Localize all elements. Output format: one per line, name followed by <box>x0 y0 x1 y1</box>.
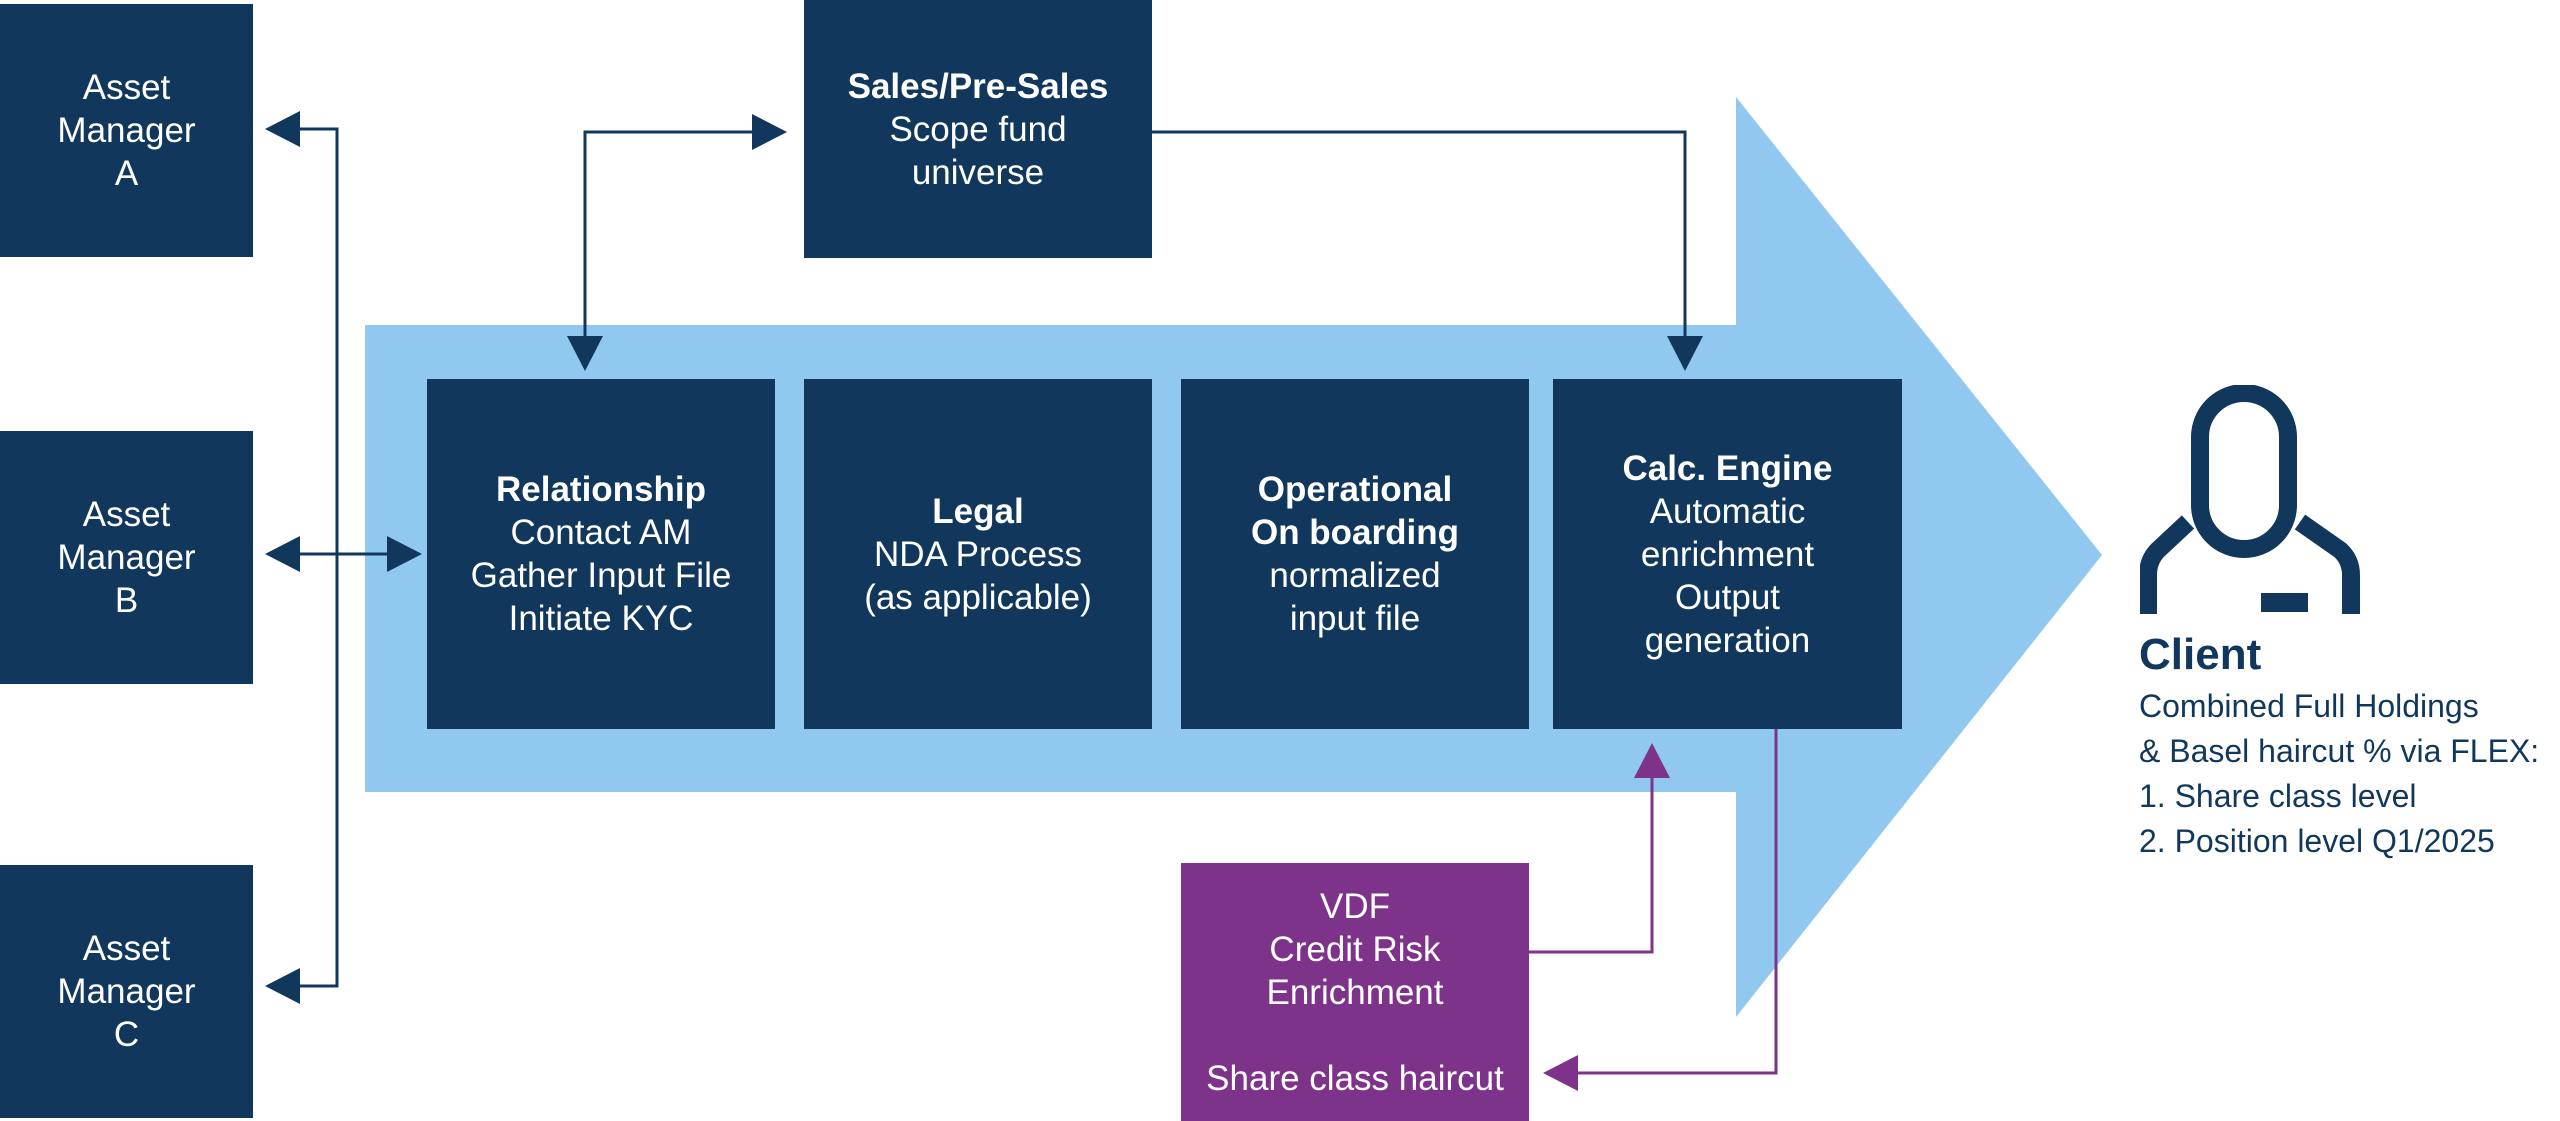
sales-calc-connector <box>1152 130 1687 345</box>
asset-manager-b: Asset Manager B <box>0 431 253 684</box>
step-line: Output <box>1674 577 1781 617</box>
asset-manager-a-line: Asset <box>82 68 171 107</box>
calc-engine-step: Calc. Engine Automatic enrichment Output… <box>1553 379 1902 729</box>
step-line: Contact AM <box>510 513 692 552</box>
step-title: Operational <box>1257 470 1453 509</box>
sales-title: Sales/Pre-Sales <box>847 66 1109 106</box>
asset-manager-c: Asset Manager C <box>0 865 253 1118</box>
arrowhead-to-calc-engine <box>1667 336 1703 371</box>
sales-line: Scope fund <box>889 109 1067 149</box>
vdf-box: VDF Credit Risk Enrichment Share class h… <box>1181 863 1529 1121</box>
vdf-footer: Share class haircut <box>1206 1058 1504 1098</box>
vdf-line: Credit Risk <box>1269 929 1441 969</box>
step-line: Initiate KYC <box>508 599 694 638</box>
arrowhead-to-asset-manager-c <box>265 968 300 1004</box>
step-title: Calc. Engine <box>1622 448 1833 488</box>
step-title: Relationship <box>495 470 707 509</box>
asset-manager-b-line: B <box>114 581 139 620</box>
arrowhead-to-relationship <box>387 536 422 572</box>
relationship-sales-connector <box>583 130 760 345</box>
client-info: Client Combined Full Holdings & Basel ha… <box>2139 626 2539 864</box>
asset-manager-c-line: C <box>113 1015 140 1054</box>
sales-box: Sales/Pre-Sales Scope fund universe <box>804 0 1152 258</box>
step-line: normalized <box>1269 556 1441 595</box>
asset-manager-c-line: Asset <box>82 929 171 968</box>
person-icon <box>2140 385 2360 614</box>
client-title: Client <box>2139 630 2262 679</box>
asset-manager-a: Asset Manager A <box>0 4 253 257</box>
arrowhead-to-asset-manager-b <box>265 536 300 572</box>
arrowhead-to-relationship-top <box>567 336 603 371</box>
asset-manager-c-line: Manager <box>57 972 196 1011</box>
asset-manager-a-line: Manager <box>57 111 196 150</box>
asset-manager-a-line: A <box>114 154 139 193</box>
arrowhead-to-vdf <box>1543 1055 1578 1091</box>
vdf-line: Enrichment <box>1266 972 1444 1012</box>
step-line: Automatic <box>1649 491 1806 531</box>
asset-manager-b-line: Asset <box>82 495 171 534</box>
step-line: NDA Process <box>873 534 1083 574</box>
asset-manager-connector <box>292 127 395 988</box>
arrowhead-to-calc-engine-bottom <box>1634 743 1670 778</box>
arrowhead-to-asset-manager-a <box>265 111 300 147</box>
vdf-calc-connector <box>1529 770 1654 954</box>
step-title: On boarding <box>1250 513 1460 552</box>
operational-onboarding-step: Operational On boarding normalized input… <box>1181 379 1529 729</box>
step-line: enrichment <box>1640 534 1815 574</box>
legal-step: Legal NDA Process (as applicable) <box>804 379 1152 729</box>
step-line: Gather Input File <box>470 556 732 595</box>
client-line: & Basel haircut % via FLEX: <box>2139 733 2540 769</box>
vdf-line: VDF <box>1320 886 1390 926</box>
asset-manager-b-line: Manager <box>57 538 196 577</box>
step-line: input file <box>1289 599 1421 638</box>
step-line: (as applicable) <box>864 577 1092 617</box>
sales-line: universe <box>911 152 1045 192</box>
client-line: 2. Position level Q1/2025 <box>2139 823 2495 859</box>
step-title: Legal <box>932 491 1024 531</box>
arrowhead-to-sales <box>752 114 787 150</box>
client-line: 1. Share class level <box>2139 778 2417 814</box>
relationship-step: Relationship Contact AM Gather Input Fil… <box>427 379 775 729</box>
step-line: generation <box>1644 620 1811 660</box>
calc-vdf-connector <box>1570 728 1778 1075</box>
client-line: Combined Full Holdings <box>2139 688 2479 724</box>
